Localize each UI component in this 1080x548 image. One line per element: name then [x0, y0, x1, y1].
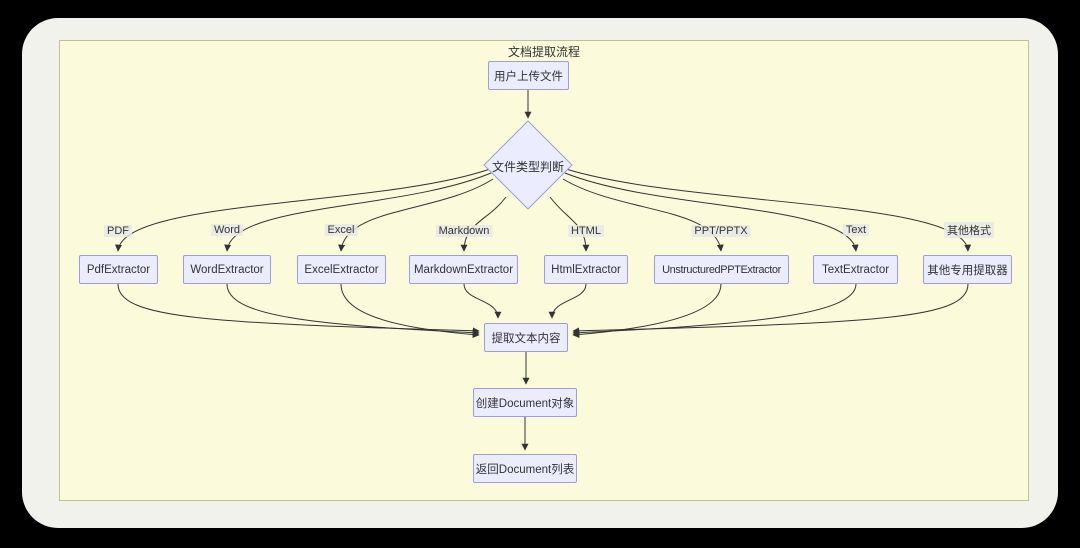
edge-decision-excel: [338, 178, 494, 252]
flow-node-ppt-extractor: UnstructuredPPTExtractor: [654, 255, 789, 284]
edge-html-extract: [548, 283, 587, 319]
flow-node-upload: 用户上传文件: [488, 61, 569, 90]
edge-decision-ppt: [562, 178, 724, 252]
flow-node-other-extractor: 其他专用提取器: [923, 255, 1012, 284]
edge-markdown-extract: [463, 283, 502, 319]
edge-word-extract: [226, 283, 480, 337]
edge-decision-other: [565, 168, 972, 252]
flowchart-canvas: 文档提取流程 用户上传文件 文件类型判断 PDF Word Excel Mark…: [59, 40, 1029, 501]
diagram-title: 文档提取流程: [507, 45, 580, 59]
flow-node-text-extractor: TextExtractor: [813, 255, 898, 284]
flow-node-pdf-extractor: PdfExtractor: [79, 255, 158, 284]
edge-label-ppt: PPT/PPTX: [691, 225, 751, 237]
edge-decision-text: [564, 172, 859, 252]
flowchart-edges: [115, 89, 972, 451]
flow-node-extract-text: 提取文本内容: [484, 323, 568, 352]
edge-ppt-extract: [572, 283, 722, 338]
edge-label-word: Word: [210, 224, 244, 236]
edge-text-extract: [572, 283, 857, 337]
edge-decision-word: [224, 172, 492, 252]
edge-decision-pdf: [115, 168, 491, 252]
decision-diamond-shape: [483, 120, 573, 210]
flow-node-word-extractor: WordExtractor: [183, 255, 271, 284]
edge-label-excel: Excel: [324, 224, 358, 236]
edge-decision-markdown: [460, 196, 507, 252]
flow-node-excel-extractor: ExcelExtractor: [297, 255, 386, 284]
edge-excel-extract: [340, 283, 480, 338]
diagram-card: 文档提取流程 用户上传文件 文件类型判断 PDF Word Excel Mark…: [22, 18, 1058, 528]
edge-label-pdf: PDF: [104, 225, 132, 237]
flow-node-html-extractor: HtmlExtractor: [544, 255, 628, 284]
edge-label-html: HTML: [568, 225, 604, 237]
flow-node-create-document: 创建Document对象: [473, 388, 577, 417]
edge-pdf-extract: [117, 283, 480, 335]
edge-decision-html: [549, 196, 590, 252]
flow-node-decision: 文件类型判断: [491, 160, 564, 174]
edge-other-extract: [572, 283, 969, 335]
edge-label-other: 其他格式: [944, 222, 994, 238]
edge-label-text: Text: [842, 224, 870, 236]
flow-node-markdown-extractor: MarkdownExtractor: [409, 255, 518, 284]
edge-label-markdown: Markdown: [435, 225, 493, 237]
flow-node-return-list: 返回Document列表: [473, 454, 577, 483]
